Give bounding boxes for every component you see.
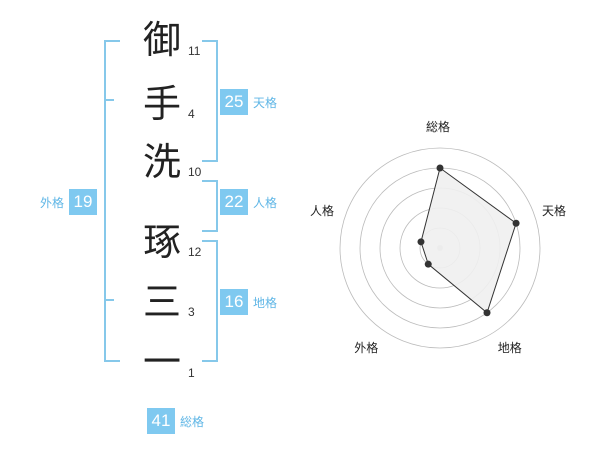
- stroke-count-4: 12: [188, 245, 202, 259]
- chikaku-badge: 16 地格: [220, 289, 277, 315]
- gaikaku-label: 外格: [40, 195, 65, 210]
- chikaku-value: 16: [220, 289, 248, 315]
- chikaku-label: 地格: [253, 295, 278, 310]
- gaikaku-bracket: [104, 40, 120, 362]
- gaikaku-badge: 外格 19: [40, 189, 98, 215]
- name-char-1: 御: [142, 18, 181, 62]
- gaikaku-value: 19: [69, 189, 98, 215]
- bracket-tick: [104, 99, 114, 101]
- name-char-6: 一: [142, 340, 181, 384]
- name-char-4: 琢: [142, 220, 181, 264]
- tenkaku-badge: 25 天格: [220, 89, 277, 115]
- bracket-tick: [104, 299, 114, 301]
- jinkaku-value: 22: [220, 189, 248, 215]
- stroke-count-1: 11: [188, 44, 201, 58]
- radar-series-polygon: [420, 167, 517, 314]
- radar-grid-ring: [339, 147, 541, 349]
- stroke-count-2: 4: [188, 107, 195, 121]
- soukaku-badge: 41 総格: [147, 408, 204, 434]
- jinkaku-label: 人格: [253, 195, 278, 210]
- tenkaku-label: 天格: [253, 95, 278, 110]
- soukaku-value: 41: [147, 408, 175, 434]
- radar-point-0: [436, 164, 444, 172]
- chikaku-bracket: [202, 240, 218, 362]
- stroke-count-3: 10: [188, 165, 202, 179]
- radar-axis-label-0: 総格: [426, 120, 451, 134]
- tenkaku-value: 25: [220, 89, 248, 115]
- name-char-2: 手: [142, 82, 181, 126]
- stroke-count-5: 3: [188, 305, 195, 319]
- radar-axis-label-1: 天格: [542, 204, 567, 219]
- radar-axis-label-2: 地格: [497, 340, 522, 355]
- radar-point-2: [483, 309, 491, 317]
- radar-point-1: [512, 219, 520, 227]
- radar-point-3: [424, 260, 432, 268]
- jinkaku-bracket: [202, 180, 218, 232]
- stroke-count-6: 1: [188, 366, 195, 380]
- name-char-5: 三: [142, 280, 181, 324]
- radar-axis-label-4: 人格: [309, 204, 334, 219]
- soukaku-label: 総格: [180, 414, 205, 429]
- name-char-3: 洗: [142, 140, 181, 184]
- radar-point-4: [417, 238, 425, 246]
- jinkaku-badge: 22 人格: [220, 189, 277, 215]
- radar-axis-label-3: 外格: [354, 340, 379, 355]
- tenkaku-bracket: [202, 40, 218, 162]
